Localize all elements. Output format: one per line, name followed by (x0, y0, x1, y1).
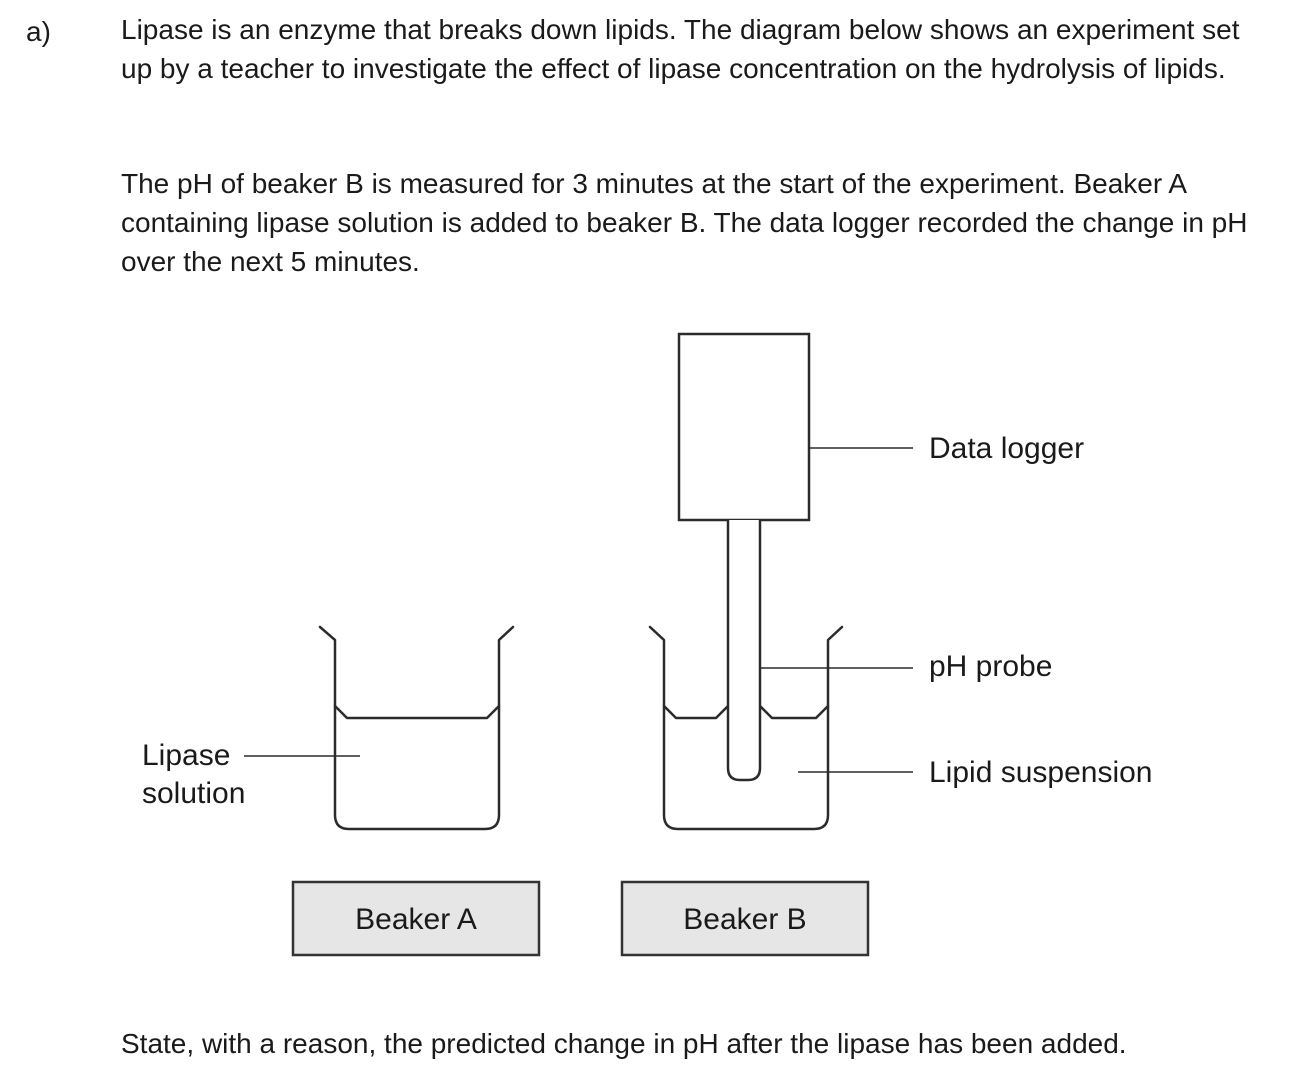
beaker-b-liquid-surface-left (662, 704, 730, 720)
ph-probe (726, 520, 762, 782)
data-logger-box (677, 332, 811, 522)
lipase-solution-label-line1: Lipase (142, 739, 230, 772)
beaker-a-outline (318, 625, 515, 831)
beaker-b-outline (648, 625, 844, 831)
question-label: a) (26, 16, 51, 47)
beaker-a-label: Beaker A (355, 903, 477, 936)
beaker-b-liquid-surface-right (758, 704, 830, 720)
lipid-suspension-label: Lipid suspension (929, 756, 1153, 789)
question-method-paragraph: The pH of beaker B is measured for 3 min… (121, 168, 1248, 277)
question-prompt: State, with a reason, the predicted chan… (121, 1028, 1127, 1059)
beaker-a-liquid-surface (333, 704, 501, 720)
ph-probe-label: pH probe (929, 650, 1052, 683)
beaker-b-label-box (620, 880, 870, 957)
beaker-b-label: Beaker B (683, 903, 806, 936)
lipase-solution-label-line2: solution (142, 777, 245, 810)
question-intro-paragraph: Lipase is an enzyme that breaks down lip… (121, 14, 1240, 84)
data-logger-label: Data logger (929, 432, 1084, 465)
beaker-a-label-box (291, 880, 541, 957)
